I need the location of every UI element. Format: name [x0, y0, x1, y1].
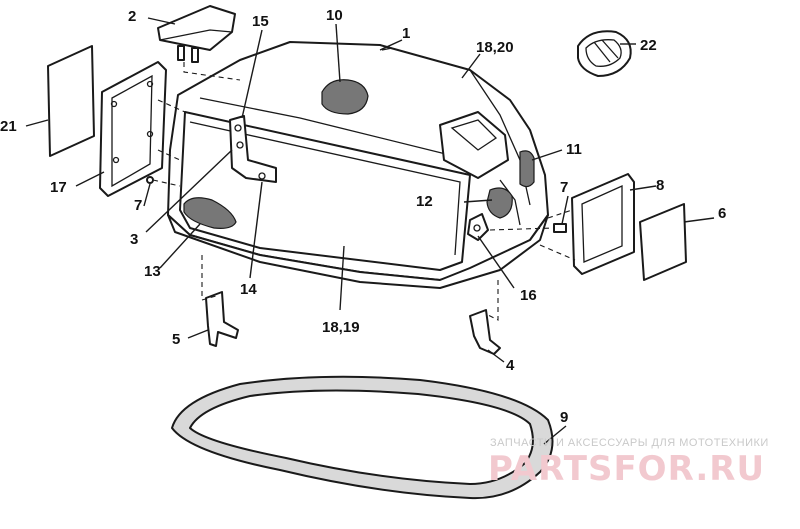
- callout-10: 10: [326, 7, 343, 24]
- bottom-seal: [171, 375, 554, 500]
- callout-17: 17: [50, 179, 67, 196]
- callout-15: 15: [252, 13, 269, 30]
- callout-12: 12: [416, 193, 433, 210]
- foam-pad-rear: [519, 150, 535, 188]
- foam-pad-top: [321, 79, 369, 115]
- side-latch: [467, 213, 489, 241]
- trim-frame-right: [571, 173, 635, 275]
- callout-labels: 2 1 10 15 18,20 22 11 12 7 8 6 21 17 7 3…: [0, 7, 726, 426]
- callout-18-20: 18,20: [476, 39, 514, 56]
- callout-4: 4: [506, 357, 515, 374]
- leader-lines: [25, 17, 715, 445]
- trim-frame-left: [99, 61, 167, 197]
- watermark: ЗАПЧАСТИ И АКСЕССУАРЫ ДЛЯ МОТОТЕХНИКИ PA…: [488, 437, 769, 489]
- screw-right: [553, 223, 567, 233]
- callout-9: 9: [560, 409, 568, 426]
- callout-16: 16: [520, 287, 537, 304]
- mount-bracket-right: [469, 309, 501, 355]
- callout-11: 11: [566, 141, 582, 158]
- watermark-brand: PARTSFOR.RU: [488, 449, 765, 489]
- handle-cap: [157, 5, 236, 63]
- callout-22: 22: [640, 37, 657, 54]
- clip-part: [577, 30, 632, 77]
- callout-1: 1: [402, 25, 410, 42]
- callout-7-left: 7: [134, 197, 142, 214]
- callout-2: 2: [128, 8, 136, 25]
- foam-pad-side: [486, 187, 513, 219]
- screw-left: [146, 176, 154, 184]
- callout-8: 8: [656, 177, 664, 194]
- callout-18-19: 18,19: [322, 319, 360, 336]
- watermark-tagline: ЗАПЧАСТИ И АКСЕССУАРЫ ДЛЯ МОТОТЕХНИКИ: [490, 437, 769, 449]
- decal-right: [639, 203, 687, 281]
- callout-5: 5: [172, 331, 180, 348]
- callout-3: 3: [130, 231, 138, 248]
- callout-13: 13: [144, 263, 161, 280]
- mount-bracket-left: [205, 291, 239, 347]
- callout-14: 14: [240, 281, 257, 298]
- engine-cover: [167, 41, 549, 289]
- decal-left: [47, 45, 95, 157]
- foam-pad-front: [183, 197, 237, 229]
- callout-6: 6: [718, 205, 726, 222]
- callout-7-right: 7: [560, 179, 568, 196]
- callout-21: 21: [0, 118, 17, 135]
- latch-bracket: [229, 115, 277, 183]
